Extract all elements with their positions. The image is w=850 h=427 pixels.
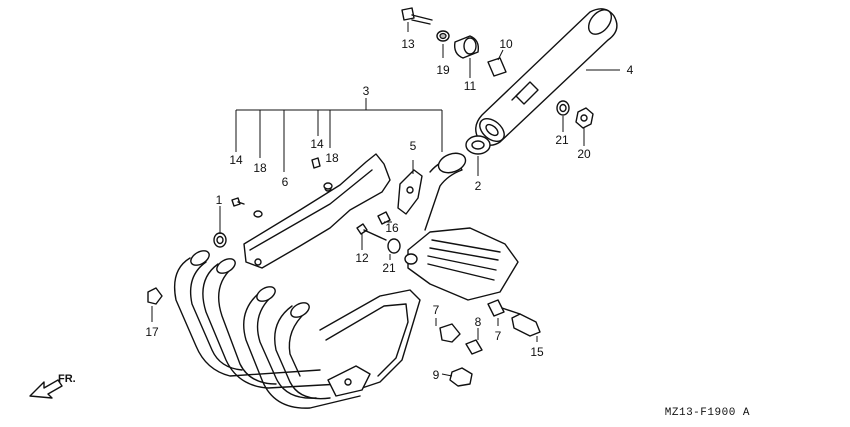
callout-21a[interactable]: 21 xyxy=(555,133,569,147)
callout-19[interactable]: 19 xyxy=(436,63,450,77)
heat-shield-drawing xyxy=(243,153,391,269)
gasket-ring-drawing xyxy=(465,135,491,155)
callout-7b[interactable]: 7 xyxy=(495,329,502,343)
header-pipes-drawing xyxy=(173,250,421,409)
callout-15[interactable]: 15 xyxy=(530,345,544,359)
callout-2[interactable]: 2 xyxy=(475,179,482,193)
muffler-drawing xyxy=(475,8,618,146)
callout-16[interactable]: 16 xyxy=(385,221,399,235)
callout-7a[interactable]: 7 xyxy=(433,303,440,317)
callout-11[interactable]: 11 xyxy=(464,79,477,93)
muffler-nut-hardware xyxy=(556,100,594,129)
direction-label: FR. xyxy=(58,373,76,385)
callout-1[interactable]: 1 xyxy=(216,193,223,207)
callout-9[interactable]: 9 xyxy=(433,368,440,382)
chamber-drawing xyxy=(404,152,519,301)
figure-reference-code: MZ13-F1900 A xyxy=(665,407,750,419)
callout-8[interactable]: 8 xyxy=(475,315,482,329)
callout-21b[interactable]: 21 xyxy=(382,261,396,275)
callout-13[interactable]: 13 xyxy=(401,37,415,51)
callout-10[interactable]: 10 xyxy=(499,37,513,51)
leader-lines xyxy=(151,22,620,377)
callout-5[interactable]: 5 xyxy=(410,139,417,153)
callout-6[interactable]: 6 xyxy=(282,175,289,189)
callout-12[interactable]: 12 xyxy=(355,251,369,265)
misc-hardware xyxy=(147,157,541,387)
callout-18b[interactable]: 18 xyxy=(325,151,339,165)
callout-4[interactable]: 4 xyxy=(627,63,634,77)
callout-18a[interactable]: 18 xyxy=(253,161,267,175)
front-direction-arrow: FR. xyxy=(29,373,76,399)
callout-14b[interactable]: 14 xyxy=(310,137,324,151)
callout-labels: 1 2 3 4 5 6 7 7 8 9 10 11 12 13 14 14 15… xyxy=(145,37,633,382)
callout-3[interactable]: 3 xyxy=(363,84,370,98)
joint-plate-drawing xyxy=(397,169,423,215)
upper-mount-hardware xyxy=(401,7,507,77)
callout-17[interactable]: 17 xyxy=(145,325,159,339)
callout-20[interactable]: 20 xyxy=(577,147,591,161)
callout-14a[interactable]: 14 xyxy=(229,153,243,167)
